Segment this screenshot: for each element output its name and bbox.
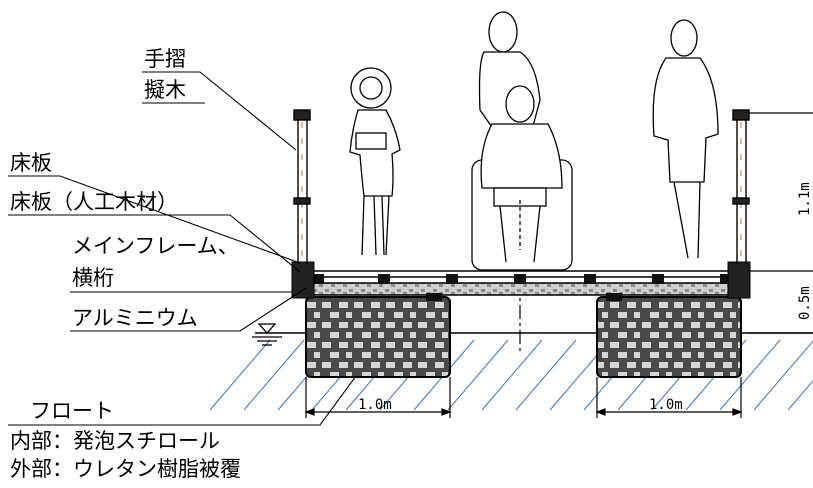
hatch-line: [753, 340, 813, 411]
handrail-right: [732, 109, 750, 264]
float-width-left-label: 1.0m: [358, 397, 392, 413]
label-float-outer: 外部：ウレタン樹脂被覆: [10, 457, 241, 481]
person-in-wheelchair: [471, 85, 573, 271]
main-frame: [299, 282, 745, 296]
hatch-line: [209, 339, 271, 411]
frame-joint: [584, 274, 596, 284]
float-right: [596, 296, 742, 378]
float-bracket: [426, 293, 442, 301]
hatch-line: [447, 339, 509, 411]
float-left: [305, 296, 451, 378]
frame-joint: [720, 274, 732, 284]
frame-joint: [446, 274, 458, 284]
hatch-line: [243, 339, 305, 411]
float-bracket: [606, 293, 622, 301]
person-with-hat: [349, 67, 401, 256]
hatch-line: [481, 339, 543, 411]
label-handrail: 手摺: [144, 47, 186, 71]
hatch-line: [787, 380, 813, 411]
rail-height-label: 1.1m: [797, 182, 813, 216]
hatch-line: [719, 339, 781, 411]
right-end-fitting: [727, 261, 751, 299]
frame-joint: [652, 274, 664, 284]
person-walking: [652, 19, 719, 259]
label-mock-wood: 擬木: [144, 78, 186, 102]
hatch-line: [515, 339, 577, 411]
label-aluminum: アルミニウム: [72, 306, 198, 330]
label-float: フロート: [30, 399, 114, 423]
frame-joint: [312, 274, 324, 284]
label-deck: 床板: [10, 151, 52, 175]
label-main-frame: メインフレーム、: [72, 234, 239, 258]
label-deck-material: 床板（人工木材）: [10, 190, 178, 214]
label-float-inner: 内部：発泡スチロール: [10, 429, 220, 453]
frame-joint: [378, 274, 390, 284]
leader-lines: [8, 71, 357, 426]
frame-joint: [514, 274, 526, 284]
handrail-left: [293, 109, 311, 264]
left-end-fitting: [291, 261, 315, 299]
height-dimension: [748, 112, 813, 334]
frame-joints: [312, 274, 732, 301]
water-level-symbol: [252, 323, 282, 346]
deck-height-label: 0.5m: [797, 286, 813, 320]
float-width-right-label: 1.0m: [649, 397, 683, 413]
label-cross-beam: 横桁: [72, 266, 114, 290]
